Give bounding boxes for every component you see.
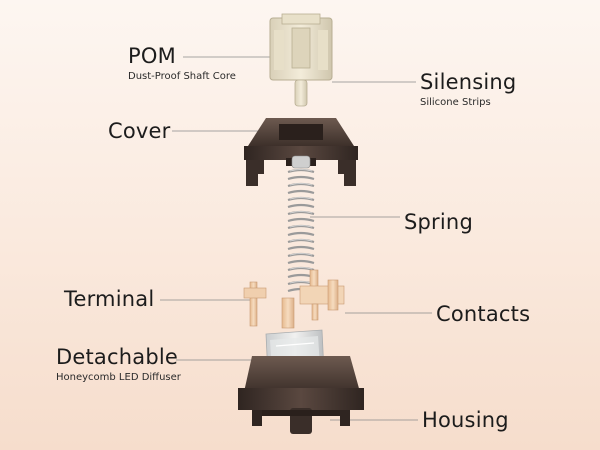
- contacts-illustration: [243, 269, 345, 329]
- leader-lines: [160, 56, 432, 421]
- label-housing: Housing: [422, 410, 509, 431]
- label-terminal-title: Terminal: [64, 287, 155, 311]
- label-spring-title: Spring: [404, 210, 473, 234]
- label-pom-subtitle: Dust-Proof Shaft Core: [128, 71, 236, 82]
- label-contacts-title: Contacts: [436, 302, 531, 326]
- label-contacts: Contacts: [436, 304, 530, 325]
- label-detachable-subtitle: Honeycomb LED Diffuser: [56, 372, 181, 383]
- label-cover-title: Cover: [108, 119, 171, 143]
- label-cover: Cover: [108, 121, 171, 142]
- pom-stem-illustration: [269, 13, 333, 107]
- label-pom: POM Dust-Proof Shaft Core: [128, 46, 236, 82]
- cover-illustration: [244, 118, 358, 186]
- label-silensing-title: Silensing: [420, 70, 517, 94]
- spring-illustration: [287, 155, 315, 293]
- label-pom-title: POM: [128, 44, 176, 68]
- label-housing-title: Housing: [422, 408, 509, 432]
- label-detachable-title: Detachable: [56, 345, 179, 369]
- label-silensing: Silensing Silicone Strips: [420, 72, 516, 108]
- label-spring: Spring: [404, 212, 473, 233]
- label-terminal: Terminal: [64, 289, 154, 310]
- housing-illustration: [238, 356, 364, 434]
- label-silensing-subtitle: Silicone Strips: [420, 97, 491, 108]
- label-detachable: Detachable Honeycomb LED Diffuser: [56, 347, 181, 383]
